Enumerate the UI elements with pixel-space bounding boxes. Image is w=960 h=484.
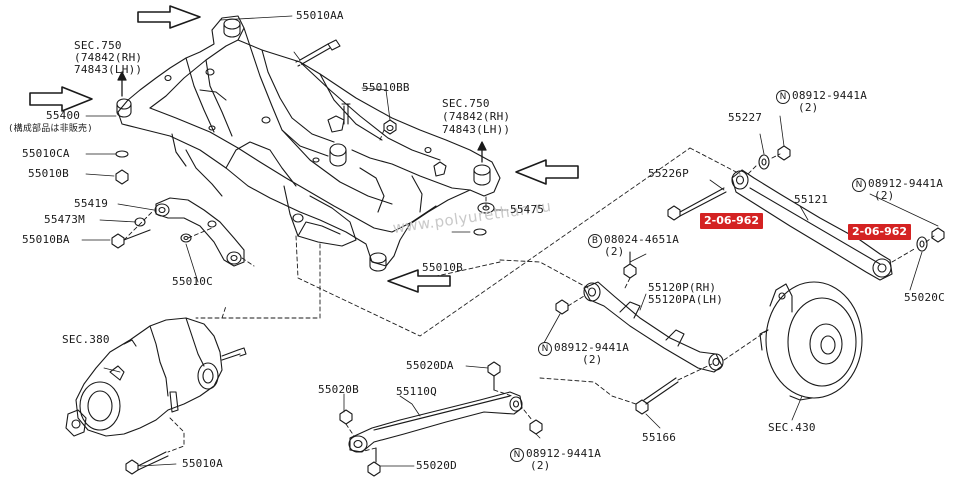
arrow-left-outline (29, 86, 93, 112)
tag-2-06-962-right[interactable]: 2-06-962 (848, 224, 912, 240)
label-55226P: 55226P (648, 167, 689, 180)
label-08912-topright: 08912-9441A (792, 89, 868, 102)
arrow-top-outline (137, 5, 201, 29)
label-55419: 55419 (74, 197, 109, 210)
mark-n-right: N (852, 178, 866, 192)
arrow-bottom-outline (387, 269, 451, 293)
label-55400-note: (構成部品は非販売) (8, 124, 93, 134)
label-08912-bottom: 08912-9441A (526, 447, 602, 460)
rear-subframe (116, 15, 501, 272)
label-55121: 55121 (794, 193, 829, 206)
label-sec750-right-lh: 74843(LH)) (442, 123, 511, 136)
label-08024-qty: (2) (604, 245, 625, 258)
label-55120PA: 55120PA(LH) (648, 293, 724, 306)
label-55400: 55400 (46, 109, 81, 122)
label-08912-mid: 08912-9441A (554, 341, 630, 354)
label-sec430: SEC.430 (768, 421, 816, 434)
label-08912-topright-qty: (2) (798, 101, 819, 114)
label-55010CA: 55010CA (22, 147, 70, 160)
label-55110Q: 55110Q (396, 385, 437, 398)
label-08912-right: 08912-9441A (868, 177, 944, 190)
label-08024: 08024-4651A (604, 233, 680, 246)
link-55120P (555, 251, 724, 415)
dashed-leaders (123, 129, 935, 453)
label-55010A: 55010A (182, 457, 223, 470)
label-55010B-left: 55010B (28, 167, 69, 180)
label-55020DA: 55020DA (406, 359, 454, 372)
label-sec750-right-title: SEC.750 (442, 97, 490, 110)
label-55010C: 55010C (172, 275, 213, 288)
mark-n-mid: N (538, 342, 552, 356)
small-up-arrows (117, 71, 487, 163)
subframe-fasteners (115, 39, 495, 236)
label-55020C: 55020C (904, 291, 945, 304)
label-55227: 55227 (728, 111, 763, 124)
differential-unit (65, 317, 247, 475)
label-08912-mid-qty: (2) (582, 353, 603, 366)
tag-2-06-962-left[interactable]: 2-06-962 (700, 213, 764, 229)
label-55020B: 55020B (318, 383, 359, 396)
label-sec380: SEC.380 (62, 333, 110, 346)
label-55010BB: 55010BB (362, 81, 410, 94)
mark-n-topright: N (776, 90, 790, 104)
mark-n-bottom: N (510, 448, 524, 462)
label-55120P: 55120P(RH) (648, 281, 717, 294)
label-sec750-top-title: SEC.750 (74, 39, 122, 52)
label-08912-bottom-qty: (2) (530, 459, 551, 472)
lower-link-55110Q (339, 361, 543, 477)
label-55010AA: 55010AA (296, 9, 344, 22)
label-sec750-top-lh: 74843(LH)) (74, 63, 143, 76)
mark-b: B (588, 234, 602, 248)
label-sec750-top-rh: (74842(RH) (74, 51, 143, 64)
label-55475: 55475 (510, 203, 545, 216)
label-55010BA: 55010BA (22, 233, 70, 246)
label-55010B-mid: 55010B (422, 261, 463, 274)
leader-lines (81, 15, 939, 467)
label-08912-right-qty: (2) (874, 189, 895, 202)
label-55166: 55166 (642, 431, 677, 444)
label-sec750-right-rh: (74842(RH) (442, 110, 511, 123)
label-55020D: 55020D (416, 459, 457, 472)
arrow-right-outline (515, 159, 579, 185)
outline-arrows (29, 5, 579, 293)
label-55473M: 55473M (44, 213, 85, 226)
hub-assembly (759, 281, 863, 401)
